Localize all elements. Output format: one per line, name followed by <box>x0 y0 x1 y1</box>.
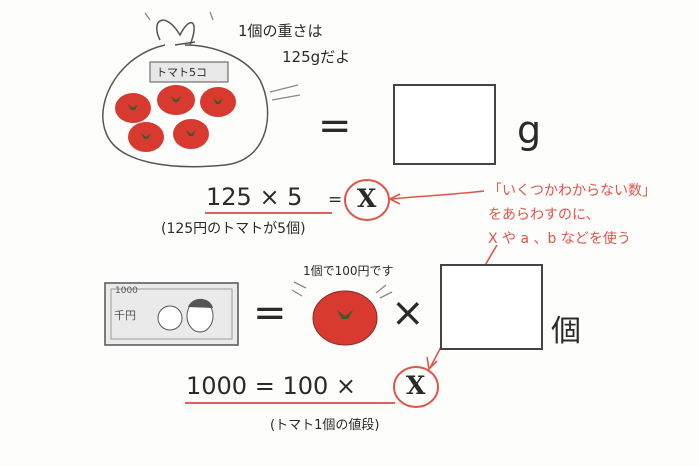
x-highlight-circle-1 <box>344 179 390 221</box>
answer-box-count <box>440 264 543 350</box>
bill-number: 1000 <box>115 286 138 296</box>
calc1-note: (125円のトマトが5個) <box>161 221 306 237</box>
unit-count: 個 <box>551 314 581 349</box>
equals-sign-1: = <box>318 103 352 149</box>
calc2-variable-x: X <box>406 371 426 400</box>
calc1-equals: = <box>328 190 343 210</box>
unit-grams: g <box>517 108 542 152</box>
bag-label: トマト5コ <box>156 66 207 79</box>
answer-box-grams <box>393 84 496 165</box>
calc2-note: (トマト1個の値段) <box>270 418 380 433</box>
bill-label: 千円 <box>114 309 136 322</box>
bag-speech-line2: 125gだよ <box>282 48 351 66</box>
tomato-speech: 1個で100円です <box>303 264 394 278</box>
calc2-expression: 1000 = 100 × <box>186 372 356 400</box>
bag-speech-line1: 1個の重さは <box>238 22 323 40</box>
x-highlight-circle-2 <box>393 366 439 408</box>
explain-line2: をあらわすのに、 <box>488 207 600 223</box>
calc1-expression: 125 × 5 <box>206 183 303 211</box>
explain-line1: 「いくつかわからない数」 <box>488 183 656 199</box>
calc2-underline <box>185 402 395 404</box>
tomato-bag-illustration <box>102 19 269 168</box>
bag-label-box <box>149 61 229 83</box>
equals-sign-2: = <box>253 290 287 336</box>
thousand-yen-bill <box>104 282 239 346</box>
times-sign: × <box>391 290 425 336</box>
calc1-underline <box>205 212 332 214</box>
single-tomato <box>312 290 378 346</box>
explain-line3: X や a 、b などを使う <box>488 231 631 247</box>
tomatoes-in-bag <box>115 85 236 152</box>
calc1-variable-x: X <box>357 184 377 213</box>
